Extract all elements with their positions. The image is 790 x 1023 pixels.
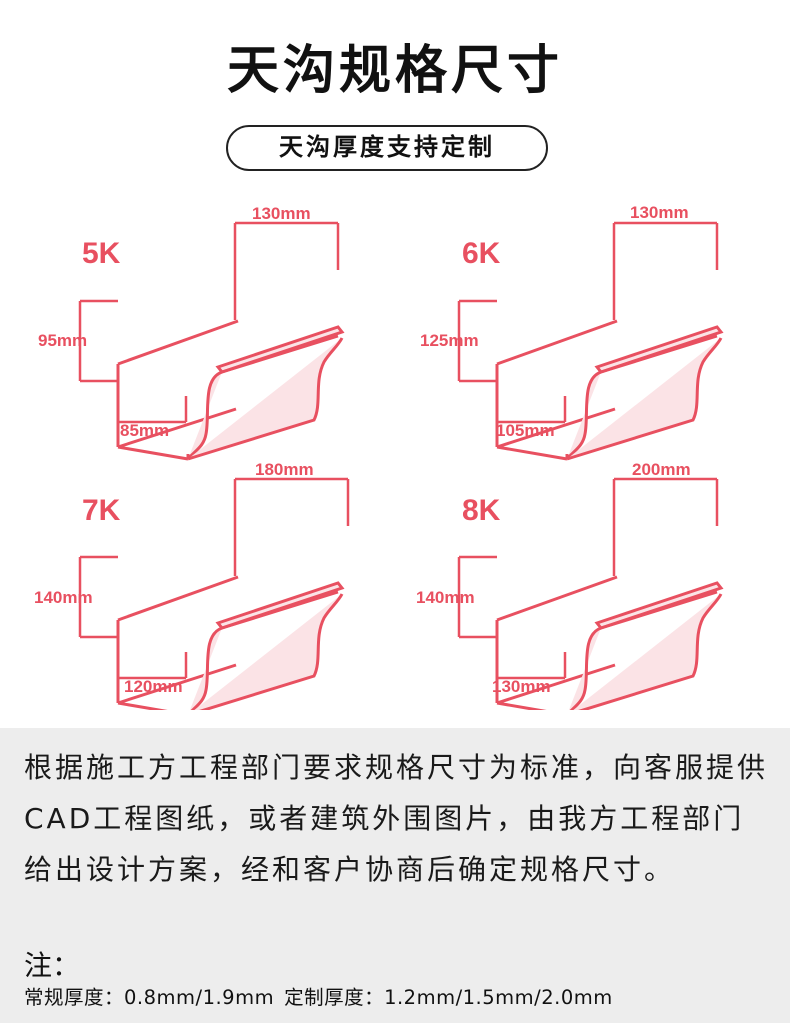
model-label-7k: 7K <box>82 494 121 527</box>
bottom-width-7k: 120mm <box>124 677 183 696</box>
height-6k: 125mm <box>420 331 479 350</box>
note-label: 注： <box>24 949 81 982</box>
gutter-diagram-6k: 6K 130mm 125mm 105mm <box>420 203 723 461</box>
standard-thickness: 常规厚度：0.8mm/1.9mm <box>24 986 275 1009</box>
note-panel: 根据施工方工程部门要求规格尺寸为标准，向客服提供CAD工程图纸，或者建筑外围图片… <box>0 728 790 1023</box>
gutter-diagrams: 5K 130mm 95mm 85mm 6K 130mm 125mm 105mm <box>34 203 723 710</box>
bottom-width-6k: 105mm <box>496 421 555 440</box>
top-width-5k: 130mm <box>252 204 311 223</box>
subtitle-badge: 天沟厚度支持定制 <box>226 125 548 171</box>
model-label-6k: 6K <box>462 237 501 270</box>
bottom-width-8k: 130mm <box>492 677 551 696</box>
bottom-width-5k: 85mm <box>120 421 169 440</box>
top-width-7k: 180mm <box>255 460 314 479</box>
height-7k: 140mm <box>34 588 93 607</box>
note-body: 根据施工方工程部门要求规格尺寸为标准，向客服提供CAD工程图纸，或者建筑外围图片… <box>24 751 769 886</box>
top-width-8k: 200mm <box>632 460 691 479</box>
gutter-diagram-7k: 7K 180mm 140mm 120mm <box>34 460 350 710</box>
page-title: 天沟规格尺寸 <box>226 41 563 101</box>
height-8k: 140mm <box>416 588 475 607</box>
gutter-diagram-8k: 8K 200mm 140mm 130mm <box>416 460 723 710</box>
thickness-line: 常规厚度：0.8mm/1.9mm 定制厚度：1.2mm/1.5mm/2.0mm <box>24 981 623 1010</box>
custom-thickness: 定制厚度：1.2mm/1.5mm/2.0mm <box>284 986 613 1009</box>
height-5k: 95mm <box>38 331 87 350</box>
gutter-diagram-5k: 5K 130mm 95mm 85mm <box>38 204 344 461</box>
model-label-5k: 5K <box>82 237 121 270</box>
top-width-6k: 130mm <box>630 203 689 222</box>
model-label-8k: 8K <box>462 494 501 527</box>
